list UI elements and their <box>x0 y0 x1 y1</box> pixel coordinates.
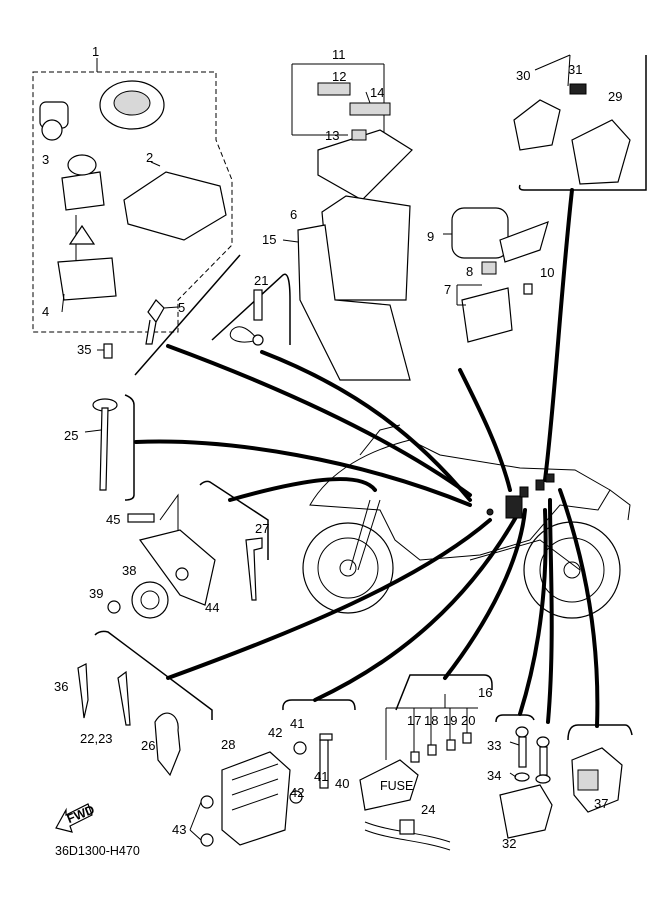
callout-38: 38 <box>122 563 136 578</box>
callout-39: 39 <box>89 586 103 601</box>
callout-24: 24 <box>421 802 435 817</box>
ground-lead-21 <box>229 289 264 346</box>
callout-18: 18 <box>424 713 438 728</box>
callout-37: 37 <box>594 796 608 811</box>
callout-42-upper: 42 <box>268 725 282 740</box>
callout-6: 6 <box>290 207 297 222</box>
callout-35: 35 <box>77 342 91 357</box>
callout-32: 32 <box>502 836 516 851</box>
ties-and-clamps <box>77 663 181 777</box>
callout-7: 7 <box>444 282 451 297</box>
fuse-box-group: FUSE <box>359 694 478 851</box>
callout-34: 34 <box>487 768 501 783</box>
part-code: 36D1300-H470 <box>55 844 140 858</box>
sensor-32-group <box>499 726 553 839</box>
fwd-label: FWD <box>65 802 97 826</box>
callout-42-lower: 42 <box>290 785 304 800</box>
callout-26: 26 <box>141 738 155 753</box>
callout-5: 5 <box>178 300 185 315</box>
callout-13: 13 <box>325 128 339 143</box>
callout-3: 3 <box>42 152 49 167</box>
panel-27 <box>199 480 269 560</box>
panel-33 <box>495 714 535 723</box>
rectifier-regulator-28 <box>200 733 333 847</box>
callout-36: 36 <box>54 679 68 694</box>
callout-29: 29 <box>608 89 622 104</box>
callout-2: 2 <box>146 150 153 165</box>
horn-bracket-parts <box>107 493 263 619</box>
callout-14: 14 <box>370 85 384 100</box>
panel-25 <box>124 394 135 501</box>
leader-lines <box>134 188 600 728</box>
connectors-29-31 <box>513 54 631 185</box>
callout-41-lower: 41 <box>314 769 328 784</box>
callout-17: 17 <box>407 713 421 728</box>
callout-31: 31 <box>568 62 582 77</box>
unit-37 <box>571 747 623 813</box>
harness-connectors <box>486 473 555 519</box>
assembly-1-boundary <box>32 71 233 333</box>
callout-25: 25 <box>64 428 78 443</box>
callout-11: 11 <box>332 47 346 62</box>
key <box>145 299 165 345</box>
cable-tie-25 <box>84 398 118 491</box>
panel-37 <box>567 724 633 741</box>
callout-43: 43 <box>172 822 186 837</box>
panel-1 <box>134 254 241 376</box>
starter-relay-7 <box>456 261 533 343</box>
relay-9 <box>443 207 549 263</box>
battery-group <box>282 63 413 381</box>
callout-12: 12 <box>332 69 346 84</box>
callout-8: 8 <box>466 264 473 279</box>
fuse-box-label: FUSE <box>380 779 413 793</box>
callout-30: 30 <box>516 68 530 83</box>
callout-45: 45 <box>106 512 120 527</box>
panel-28 <box>282 699 356 711</box>
callout-19: 19 <box>443 713 457 728</box>
callout-15: 15 <box>262 232 276 247</box>
callout-1: 1 <box>92 44 99 59</box>
callout-41-upper: 41 <box>290 716 304 731</box>
panel-26 <box>94 630 213 720</box>
callout-22-23: 22,23 <box>80 731 113 746</box>
motorcycle-outline <box>302 424 631 619</box>
callout-10: 10 <box>540 265 554 280</box>
callout-9: 9 <box>427 229 434 244</box>
main-switch-parts <box>39 80 165 313</box>
forward-arrow-icon: FWD <box>55 802 97 833</box>
callout-16: 16 <box>478 685 492 700</box>
callout-20: 20 <box>461 713 475 728</box>
panel-29-31 <box>518 55 647 191</box>
callout-44: 44 <box>205 600 219 615</box>
callout-27: 27 <box>255 521 269 536</box>
screw-35 <box>97 343 113 359</box>
callout-21: 21 <box>254 273 268 288</box>
callout-33: 33 <box>487 738 501 753</box>
callout-4: 4 <box>42 304 49 319</box>
panel-16 <box>395 674 493 711</box>
callout-28: 28 <box>221 737 235 752</box>
callout-40: 40 <box>335 776 349 791</box>
panel-21 <box>211 273 291 345</box>
ecu-unit <box>123 161 227 241</box>
